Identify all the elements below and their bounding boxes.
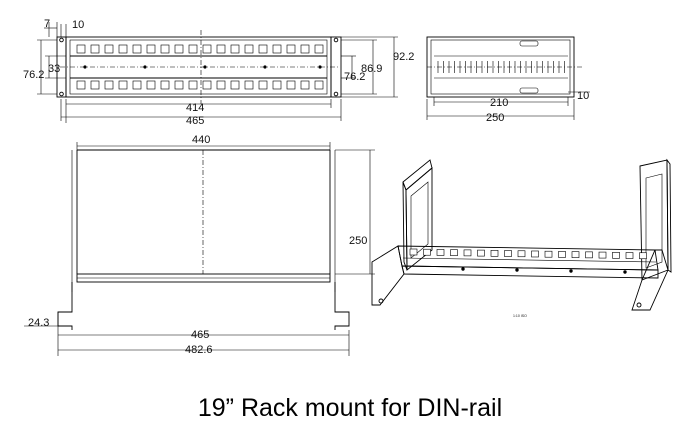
dim-465-front: 465 [186,115,204,127]
slot [104,44,114,54]
slot [558,251,566,258]
slot [423,248,431,256]
slot [90,44,100,54]
slot [118,44,128,54]
top-view: 440 250 24.3 465 482.6 [24,134,375,356]
slot [230,80,240,90]
slot [160,80,170,90]
slot [258,80,268,90]
front-slot-row [76,44,324,90]
slot [174,44,184,54]
slot [504,250,512,257]
right-flange-iso [631,249,669,311]
iso-scale-tag: 1:10 ISO [513,314,527,318]
slot [104,80,114,90]
slot [76,44,86,54]
slot [625,252,634,259]
slot [90,80,100,90]
dim-86-9: 86.9 [361,63,382,75]
dim-250-top: 250 [349,235,367,247]
slot [258,44,268,54]
slot [531,250,539,258]
slot [300,80,310,90]
slot [146,80,156,90]
slot [490,250,499,257]
slot [300,44,310,54]
slot [450,249,458,256]
dim-10-side: 10 [577,90,589,102]
slot [216,80,226,90]
slot [146,44,156,54]
slot [216,44,226,54]
slot [202,44,212,54]
right-mount-flange [334,282,350,330]
slot [244,44,254,54]
dim-250-side: 250 [486,112,504,124]
slot [272,80,282,90]
slot [272,44,282,54]
slot [132,80,142,90]
iso-view: 1:10 ISO [371,158,672,318]
slot [477,249,485,257]
slot [118,80,128,90]
slot [132,44,142,54]
slot [612,252,620,259]
left-flange-iso [371,245,405,306]
dim-24-3: 24.3 [28,317,49,329]
side-view: 210 10 250 [426,36,590,124]
dim-92-2: 92.2 [393,51,414,63]
slot [544,250,553,258]
slot [76,80,86,90]
slot [160,44,170,54]
slot [598,251,607,259]
left-mount-flange [57,282,73,330]
dim-482-6: 482.6 [185,344,213,356]
slot [571,251,580,258]
dim-465-top: 465 [191,329,209,341]
caption: 19” Rack mount for DIN-rail [197,394,503,422]
dim-440: 440 [192,134,210,146]
dim-414: 414 [186,102,204,114]
slot [286,44,296,54]
iso-slot-row [409,248,647,260]
slot [244,80,254,90]
slot [314,44,324,54]
slot [517,250,526,258]
slot [286,80,296,90]
slot [230,44,240,54]
slot [314,80,324,90]
dim-76-2-right: 76.2 [344,71,365,83]
side-slot-row [437,61,565,73]
dim-76-2-left: 76.2 [23,69,44,81]
slot [174,80,184,90]
slot [202,80,212,90]
slot [639,252,647,260]
slot [436,249,445,256]
dim-33: 33 [48,63,60,75]
slot [463,249,472,257]
front-view: 7 10 76.2 33 76.2 86.9 92.2 414 465 [23,18,414,127]
dim-210: 210 [490,97,508,109]
slot [585,251,593,259]
left-side-top [402,159,433,191]
dim-10-front: 10 [72,19,84,31]
slot [409,248,418,256]
slot [188,44,198,54]
slot [188,80,198,90]
dim-7: 7 [44,18,50,30]
